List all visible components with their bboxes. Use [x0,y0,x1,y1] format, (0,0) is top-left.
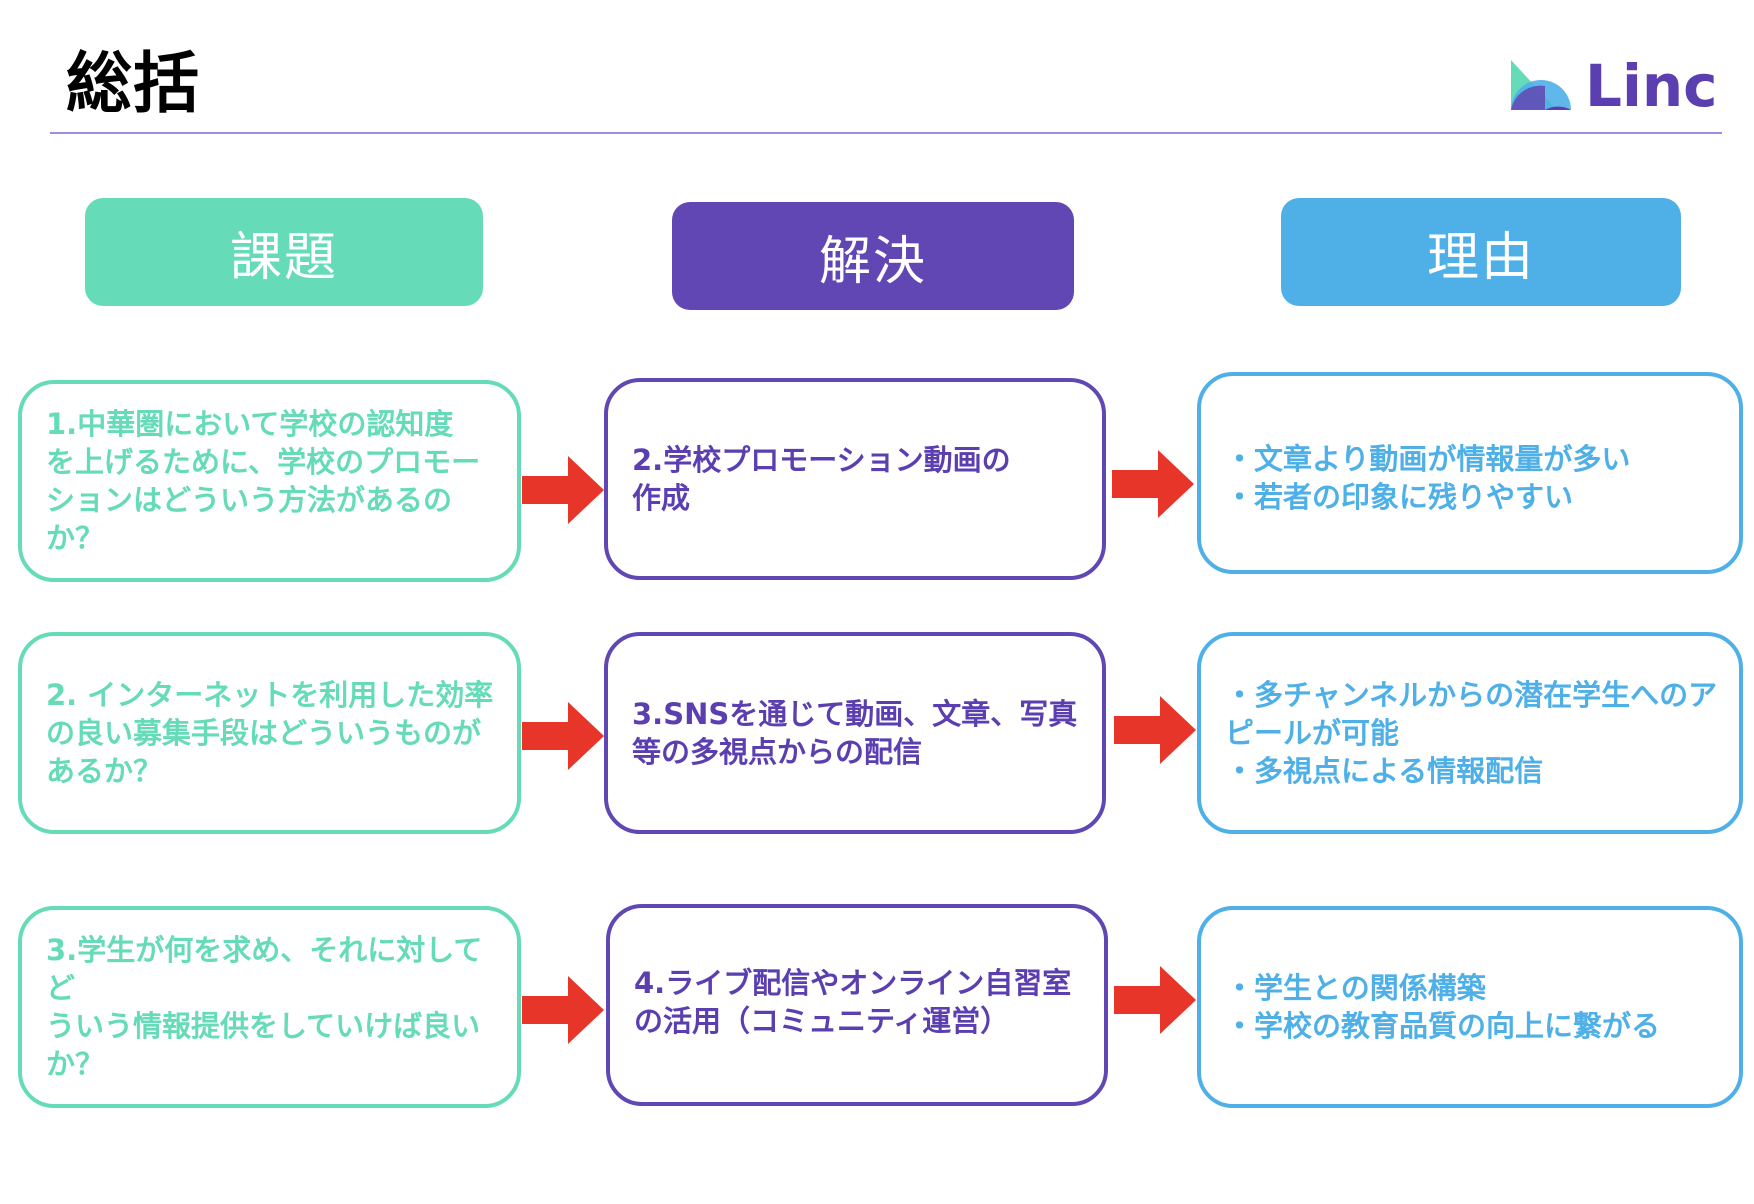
issue-text-2: 2. インターネットを利用した効率 の良い募集手段はどういうものが あるか？ [46,678,494,788]
solution-text-3: 4.ライブ配信やオンライン自習室 の活用（コミュニティ運営） [634,966,1072,1038]
reason-text-1: ・文章より動画が情報量が多い ・若者の印象に残りやすい [1225,442,1631,514]
arrow-right-icon [1114,696,1196,764]
reason-text-2: ・多チャンネルからの潜在学生へのア ピールが可能 ・多視点による情報配信 [1225,678,1718,788]
issue-card-2: 2. インターネットを利用した効率 の良い募集手段はどういうものが あるか？ [18,632,521,834]
issue-text-1: 1.中華圏において学校の認知度 を上げるために、学校のプロモー ションはどういう… [46,407,481,555]
arrow-right-icon [522,456,604,524]
reason-card-3: ・学生との関係構築 ・学校の教育品質の向上に繋がる [1197,906,1743,1108]
linc-logo: Linc [1505,52,1720,122]
arrow-right-icon [1114,966,1196,1034]
header-issue: 課題 [85,198,483,306]
header-solution: 解決 [672,202,1074,310]
solution-text-2: 3.SNSを通じて動画、文章、写真 等の多視点からの配信 [632,697,1078,769]
linc-logo-mark-icon [1511,60,1571,110]
arrow-right-icon [1112,450,1194,518]
solution-text-1: 2.学校プロモーション動画の 作成 [632,443,1011,515]
issue-card-3: 3.学生が何を求め、それに対してど ういう情報提供をしていけば良い か？ [18,906,521,1108]
solution-card-2: 3.SNSを通じて動画、文章、写真 等の多視点からの配信 [604,632,1106,834]
logo-text: Linc [1585,52,1718,120]
solution-card-1: 2.学校プロモーション動画の 作成 [604,378,1106,580]
arrow-right-icon [522,976,604,1044]
reason-text-3: ・学生との関係構築 ・学校の教育品質の向上に繋がる [1225,971,1661,1043]
issue-text-3: 3.学生が何を求め、それに対してど ういう情報提供をしていけば良い か？ [46,933,483,1081]
arrow-right-icon [522,702,604,770]
reason-card-2: ・多チャンネルからの潜在学生へのア ピールが可能 ・多視点による情報配信 [1197,632,1743,834]
slide-title: 総括 [66,45,200,122]
title-divider [50,132,1722,134]
reason-card-1: ・文章より動画が情報量が多い ・若者の印象に残りやすい [1197,372,1743,574]
issue-card-1: 1.中華圏において学校の認知度 を上げるために、学校のプロモー ションはどういう… [18,380,521,582]
header-reason: 理由 [1281,198,1681,306]
solution-card-3: 4.ライブ配信やオンライン自習室 の活用（コミュニティ運営） [606,904,1108,1106]
